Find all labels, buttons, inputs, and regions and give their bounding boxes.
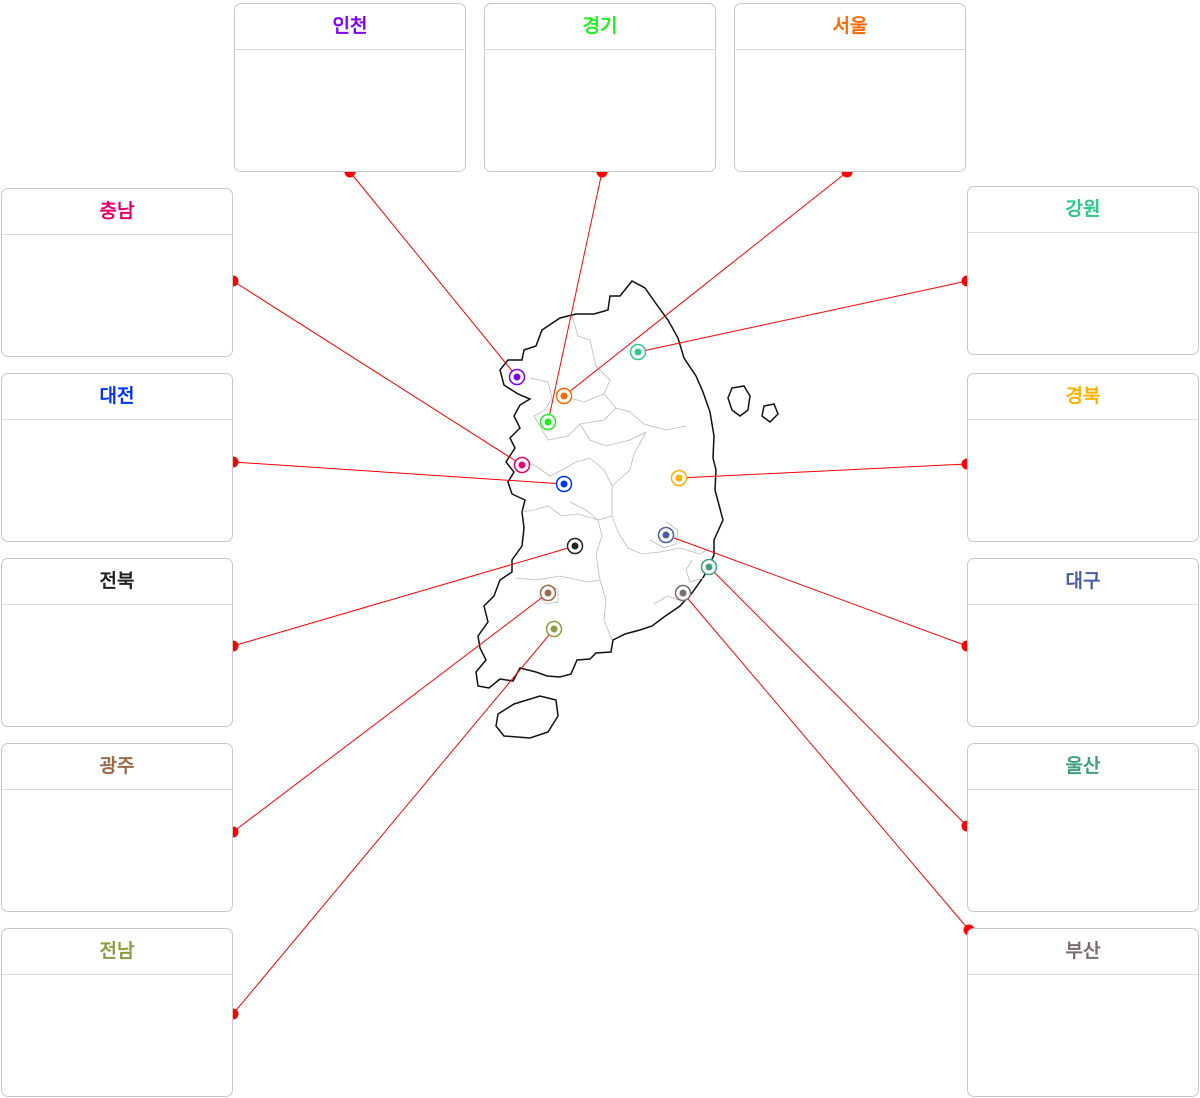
connector-line-daegu bbox=[665, 534, 968, 647]
connector-line-incheon bbox=[349, 171, 518, 378]
region-title-daejeon: 대전 bbox=[2, 374, 232, 420]
region-markers bbox=[508, 343, 718, 638]
jeju-island bbox=[495, 695, 559, 739]
region-title-ulsan: 울산 bbox=[968, 744, 1198, 790]
region-title-gyeonggi: 경기 bbox=[485, 4, 715, 50]
connector-line-seoul bbox=[563, 171, 848, 397]
region-title-gwangju: 광주 bbox=[2, 744, 232, 790]
region-body-gangwon[interactable] bbox=[968, 233, 1198, 353]
marker-dot-daejeon[interactable] bbox=[560, 480, 568, 488]
marker-dot-ulsan[interactable] bbox=[705, 563, 713, 571]
region-box-jeonnam[interactable]: 전남 bbox=[1, 928, 233, 1097]
region-title-daegu: 대구 bbox=[968, 559, 1198, 605]
region-title-seoul: 서울 bbox=[735, 4, 965, 50]
region-body-chungnam[interactable] bbox=[2, 235, 232, 355]
marker-dot-jeonbuk[interactable] bbox=[571, 542, 579, 550]
region-title-incheon: 인천 bbox=[235, 4, 465, 50]
region-box-chungnam[interactable]: 충남 bbox=[1, 188, 233, 357]
dokdo-island bbox=[761, 403, 779, 423]
marker-dot-chungnam[interactable] bbox=[518, 461, 526, 469]
region-box-gyeonggi[interactable]: 경기 bbox=[484, 3, 716, 172]
mainland-shape bbox=[475, 280, 724, 689]
connector-line-gangwon bbox=[637, 280, 968, 353]
region-box-daejeon[interactable]: 대전 bbox=[1, 373, 233, 542]
connector-line-gwangju bbox=[232, 592, 549, 833]
connector-line-ulsan bbox=[708, 566, 968, 827]
region-body-jeonbuk[interactable] bbox=[2, 605, 232, 725]
region-box-jeonbuk[interactable]: 전북 bbox=[1, 558, 233, 727]
marker-dot-daegu[interactable] bbox=[662, 531, 670, 539]
map-outline bbox=[475, 280, 779, 739]
region-box-gangwon[interactable]: 강원 bbox=[967, 186, 1199, 355]
connector-line-jeonnam bbox=[232, 628, 555, 1015]
region-box-gyeongbuk[interactable]: 경북 bbox=[967, 373, 1199, 542]
marker-dot-gyeonggi[interactable] bbox=[544, 418, 552, 426]
connector-line-jeonbuk bbox=[232, 545, 576, 647]
region-box-gwangju[interactable]: 광주 bbox=[1, 743, 233, 912]
marker-dot-gyeongbuk[interactable] bbox=[675, 474, 683, 482]
region-box-daegu[interactable]: 대구 bbox=[967, 558, 1199, 727]
connector-line-chungnam bbox=[232, 280, 523, 466]
region-body-ulsan[interactable] bbox=[968, 790, 1198, 910]
region-body-incheon[interactable] bbox=[235, 50, 465, 170]
connector-line-daejeon bbox=[232, 461, 565, 485]
marker-dot-gangwon[interactable] bbox=[634, 348, 642, 356]
marker-dot-seoul[interactable] bbox=[560, 392, 568, 400]
connector-line-gyeonggi bbox=[547, 171, 603, 423]
region-body-gyeongbuk[interactable] bbox=[968, 420, 1198, 540]
marker-dot-gwangju[interactable] bbox=[544, 589, 552, 597]
region-body-daejeon[interactable] bbox=[2, 420, 232, 540]
ulleung-island bbox=[727, 385, 751, 417]
region-title-gyeongbuk: 경북 bbox=[968, 374, 1198, 420]
marker-dot-busan[interactable] bbox=[679, 589, 687, 597]
connector-line-gyeongbuk bbox=[678, 463, 968, 479]
region-box-busan[interactable]: 부산 bbox=[967, 928, 1199, 1097]
region-box-ulsan[interactable]: 울산 bbox=[967, 743, 1199, 912]
region-box-incheon[interactable]: 인천 bbox=[234, 3, 466, 172]
region-body-daegu[interactable] bbox=[968, 605, 1198, 725]
region-title-busan: 부산 bbox=[968, 929, 1198, 975]
region-body-busan[interactable] bbox=[968, 975, 1198, 1095]
region-body-gwangju[interactable] bbox=[2, 790, 232, 910]
connector-line-busan bbox=[682, 592, 970, 931]
region-body-seoul[interactable] bbox=[735, 50, 965, 170]
region-body-jeonnam[interactable] bbox=[2, 975, 232, 1095]
marker-dot-incheon[interactable] bbox=[513, 373, 521, 381]
region-title-gangwon: 강원 bbox=[968, 187, 1198, 233]
region-title-chungnam: 충남 bbox=[2, 189, 232, 235]
region-title-jeonbuk: 전북 bbox=[2, 559, 232, 605]
region-title-jeonnam: 전남 bbox=[2, 929, 232, 975]
region-box-seoul[interactable]: 서울 bbox=[734, 3, 966, 172]
marker-dot-jeonnam[interactable] bbox=[550, 625, 558, 633]
region-body-gyeonggi[interactable] bbox=[485, 50, 715, 170]
